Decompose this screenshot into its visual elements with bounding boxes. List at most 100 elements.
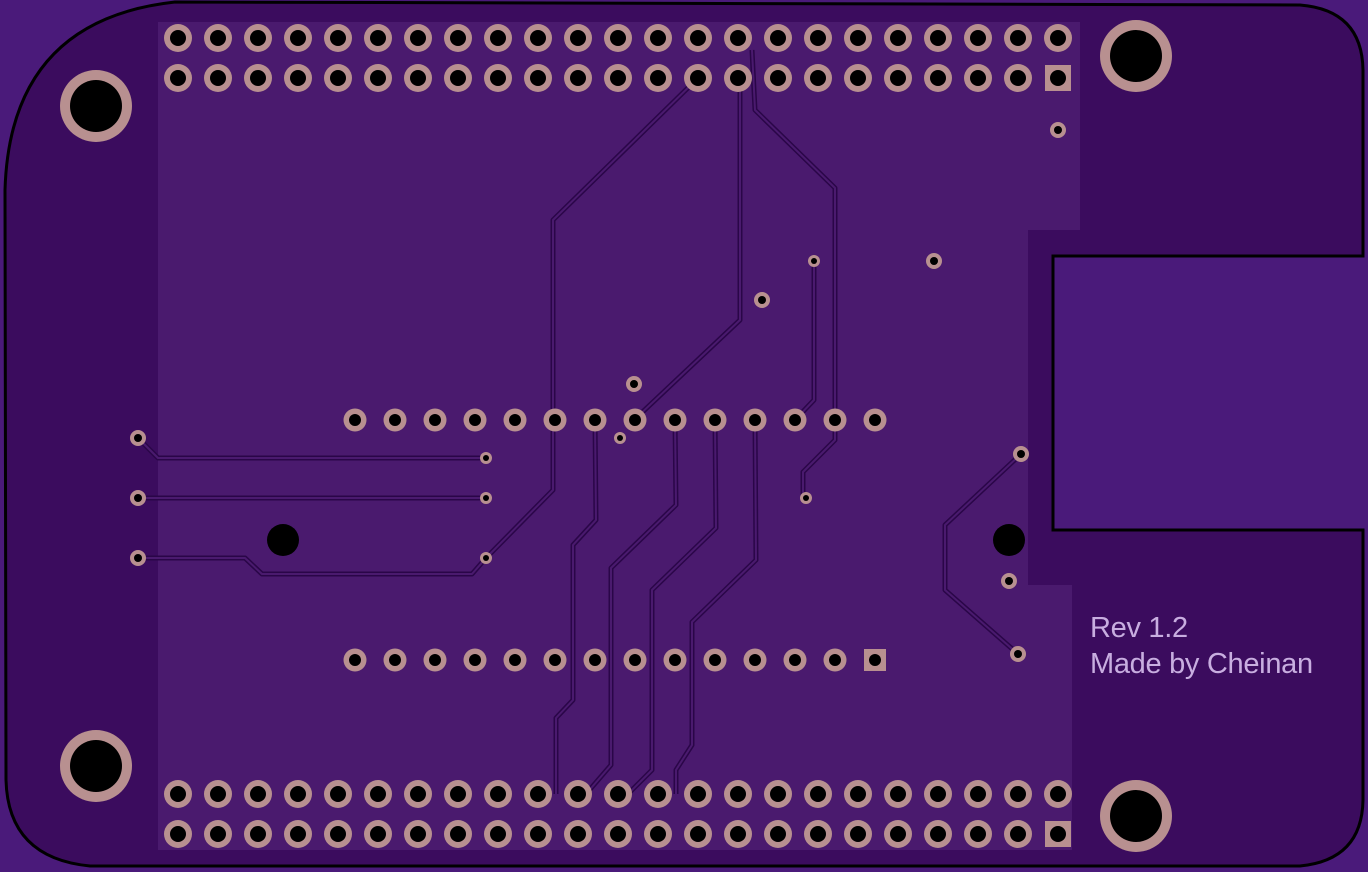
module-pad-hole	[709, 414, 721, 426]
module-pad-hole	[829, 654, 841, 666]
bottom-header-pad-hole	[770, 826, 786, 842]
top-header-pad-hole	[690, 70, 706, 86]
bottom-header-pad-hole	[570, 826, 586, 842]
module-pad-hole	[509, 654, 521, 666]
module-pad-hole	[389, 414, 401, 426]
top-header-pad-hole	[210, 70, 226, 86]
bottom-header-pad-hole	[330, 826, 346, 842]
top-header-pad-hole	[810, 30, 826, 46]
top-header-pad-hole	[530, 70, 546, 86]
module-pad-hole	[749, 414, 761, 426]
via-hole	[134, 494, 142, 502]
top-header-pad-hole	[770, 30, 786, 46]
via-hole	[1005, 577, 1013, 585]
top-header-pad-hole	[170, 30, 186, 46]
bottom-header-pad-hole	[850, 786, 866, 802]
top-header-pad-hole	[410, 30, 426, 46]
module-pad-hole	[629, 414, 641, 426]
bottom-header-pad-hole	[1010, 786, 1026, 802]
module-pad-hole	[669, 654, 681, 666]
via-hole	[758, 296, 766, 304]
bottom-header-pad-hole	[250, 786, 266, 802]
bottom-header-square-pad-hole	[1050, 826, 1066, 842]
top-header-pad-hole	[490, 30, 506, 46]
bottom-header-pad-hole	[570, 786, 586, 802]
top-header-pad-hole	[370, 30, 386, 46]
bottom-header-pad-hole	[930, 786, 946, 802]
mounting-hole-hole	[1110, 30, 1162, 82]
module-pad-hole	[349, 414, 361, 426]
bottom-header-pad-hole	[170, 786, 186, 802]
bottom-header-pad-hole	[890, 786, 906, 802]
bottom-header-pad-hole	[810, 826, 826, 842]
module-pad-hole	[709, 654, 721, 666]
bottom-header-pad-hole	[290, 786, 306, 802]
bottom-header-pad-hole	[610, 826, 626, 842]
top-header-pad-hole	[650, 70, 666, 86]
bottom-header-pad-hole	[410, 826, 426, 842]
top-header-pad-hole	[570, 30, 586, 46]
top-header-pad-hole	[970, 70, 986, 86]
bottom-header-pad-hole	[370, 786, 386, 802]
via-hole	[1054, 126, 1062, 134]
via-hole	[483, 555, 489, 561]
module-pad-hole	[589, 414, 601, 426]
revision-label: Rev 1.2	[1090, 612, 1188, 644]
top-header-pad-hole	[530, 30, 546, 46]
module-square-pad-hole	[869, 654, 881, 666]
top-header-pad-hole	[330, 30, 346, 46]
bottom-header-pad-hole	[770, 786, 786, 802]
mounting-hole-hole	[70, 80, 122, 132]
bottom-header-pad-hole	[170, 826, 186, 842]
module-pad-hole	[789, 654, 801, 666]
mounting-hole-hole	[70, 740, 122, 792]
top-header-pad-hole	[850, 30, 866, 46]
bottom-header-pad-hole	[970, 786, 986, 802]
mounting-hole-hole	[1110, 790, 1162, 842]
top-header-pad-hole	[410, 70, 426, 86]
bottom-header-pad-hole	[330, 786, 346, 802]
module-pad-hole	[469, 414, 481, 426]
module-pad-hole	[749, 654, 761, 666]
pads	[60, 20, 1172, 852]
top-header-pad-hole	[810, 70, 826, 86]
bottom-header-pad-hole	[690, 826, 706, 842]
top-header-pad-hole	[330, 70, 346, 86]
bottom-header-pad-hole	[490, 826, 506, 842]
top-header-pad-hole	[370, 70, 386, 86]
top-header-pad-hole	[930, 30, 946, 46]
top-header-pad-hole	[970, 30, 986, 46]
top-header-pad-hole	[290, 70, 306, 86]
via-hole	[134, 554, 142, 562]
bottom-header-pad-hole	[210, 826, 226, 842]
bottom-header-pad-hole	[930, 826, 946, 842]
drill-hole	[993, 524, 1025, 556]
bottom-header-pad-hole	[450, 826, 466, 842]
via-hole	[1014, 650, 1022, 658]
module-pad-hole	[509, 414, 521, 426]
bottom-header-pad-hole	[730, 826, 746, 842]
top-header-pad-hole	[450, 30, 466, 46]
top-header-pad-hole	[850, 70, 866, 86]
bottom-header-pad-hole	[370, 826, 386, 842]
top-header-pad-hole	[770, 70, 786, 86]
via-hole	[930, 257, 938, 265]
bottom-header-pad-hole	[290, 826, 306, 842]
module-pad-hole	[829, 414, 841, 426]
top-header-pad-hole	[1010, 30, 1026, 46]
bottom-header-pad-hole	[890, 826, 906, 842]
top-header-pad-hole	[650, 30, 666, 46]
bottom-header-pad-hole	[650, 826, 666, 842]
top-header-pad-hole	[570, 70, 586, 86]
bottom-header-pad-hole	[850, 826, 866, 842]
top-header-pad-hole	[290, 30, 306, 46]
top-header-pad-hole	[730, 70, 746, 86]
module-pad-hole	[629, 654, 641, 666]
bottom-header-pad-hole	[250, 826, 266, 842]
top-header-pad-hole	[1050, 30, 1066, 46]
via-hole	[483, 495, 489, 501]
bottom-header-pad-hole	[730, 786, 746, 802]
module-pad-hole	[429, 414, 441, 426]
top-header-pad-hole	[610, 30, 626, 46]
